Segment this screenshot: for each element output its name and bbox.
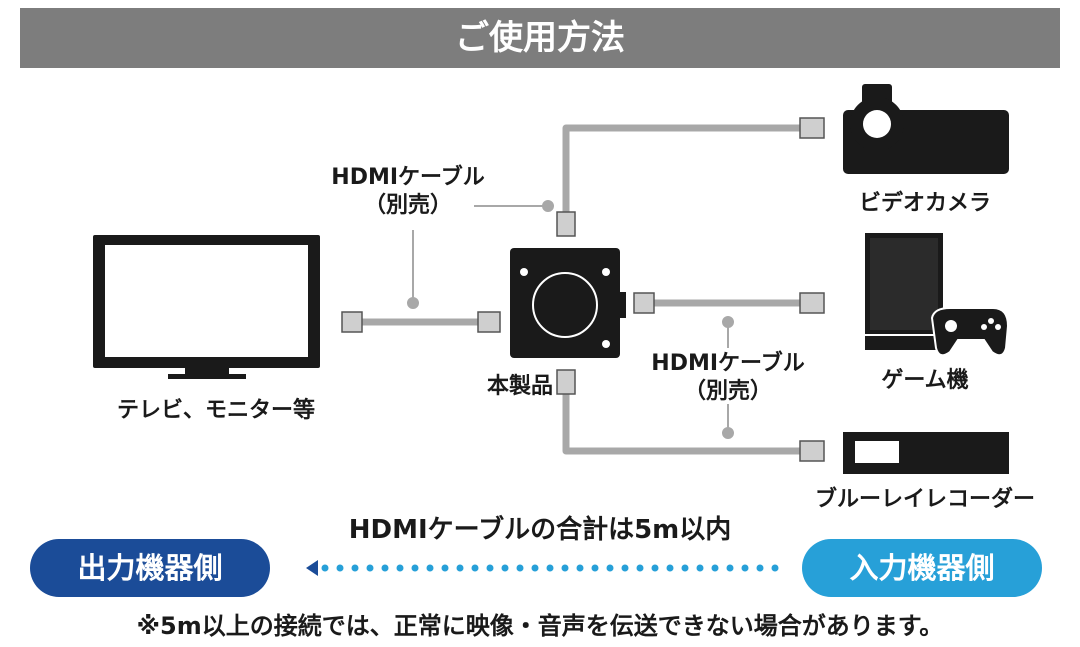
connector-bluray-right [799, 440, 825, 462]
cable-bluray [562, 392, 805, 455]
section-header: ご使用方法 [20, 8, 1060, 68]
connector-camera-right [799, 117, 825, 139]
label-product: 本製品 [486, 374, 553, 399]
cable-label-left: HDMIケーブル （別売） [308, 164, 508, 220]
cable-camera [562, 124, 805, 212]
bluray-recorder-icon [843, 432, 1009, 474]
direction-arrow [306, 560, 779, 576]
cable-label-right-line1: HDMIケーブル [651, 351, 805, 376]
video-camera-icon [843, 84, 1009, 174]
tv-icon [93, 235, 320, 379]
cable-total-note: HDMIケーブルの合計は5m以内 [348, 515, 732, 545]
connector-bluray-top [556, 369, 576, 395]
connector-camera-bottom [556, 211, 576, 237]
connector-game-right [799, 292, 825, 314]
label-game: ゲーム機 [881, 368, 969, 393]
cable-label-left-line1: HDMIケーブル [331, 165, 485, 190]
connector-tv-right [477, 311, 501, 333]
label-bluray: ブルーレイレコーダー [814, 487, 1035, 512]
cable-label-right: HDMIケーブル （別売） [628, 350, 828, 406]
label-video-camera: ビデオカメラ [858, 191, 991, 216]
cable-label-right-line2: （別売） [683, 379, 772, 404]
label-tv: テレビ、モニター等 [116, 398, 315, 423]
product-icon [510, 248, 626, 358]
game-console-icon [865, 233, 1010, 357]
connector-tv-left [341, 311, 363, 333]
cable-label-left-line2: （別売） [363, 193, 452, 218]
connector-game-left [633, 292, 655, 314]
section-title: ご使用方法 [455, 18, 625, 58]
footnote: ※5m以上の接続では、正常に映像・音声を伝送できない場合があります。 [136, 612, 944, 640]
input-side-badge: 入力機器側 [802, 539, 1042, 597]
output-side-badge: 出力機器側 [30, 539, 270, 597]
